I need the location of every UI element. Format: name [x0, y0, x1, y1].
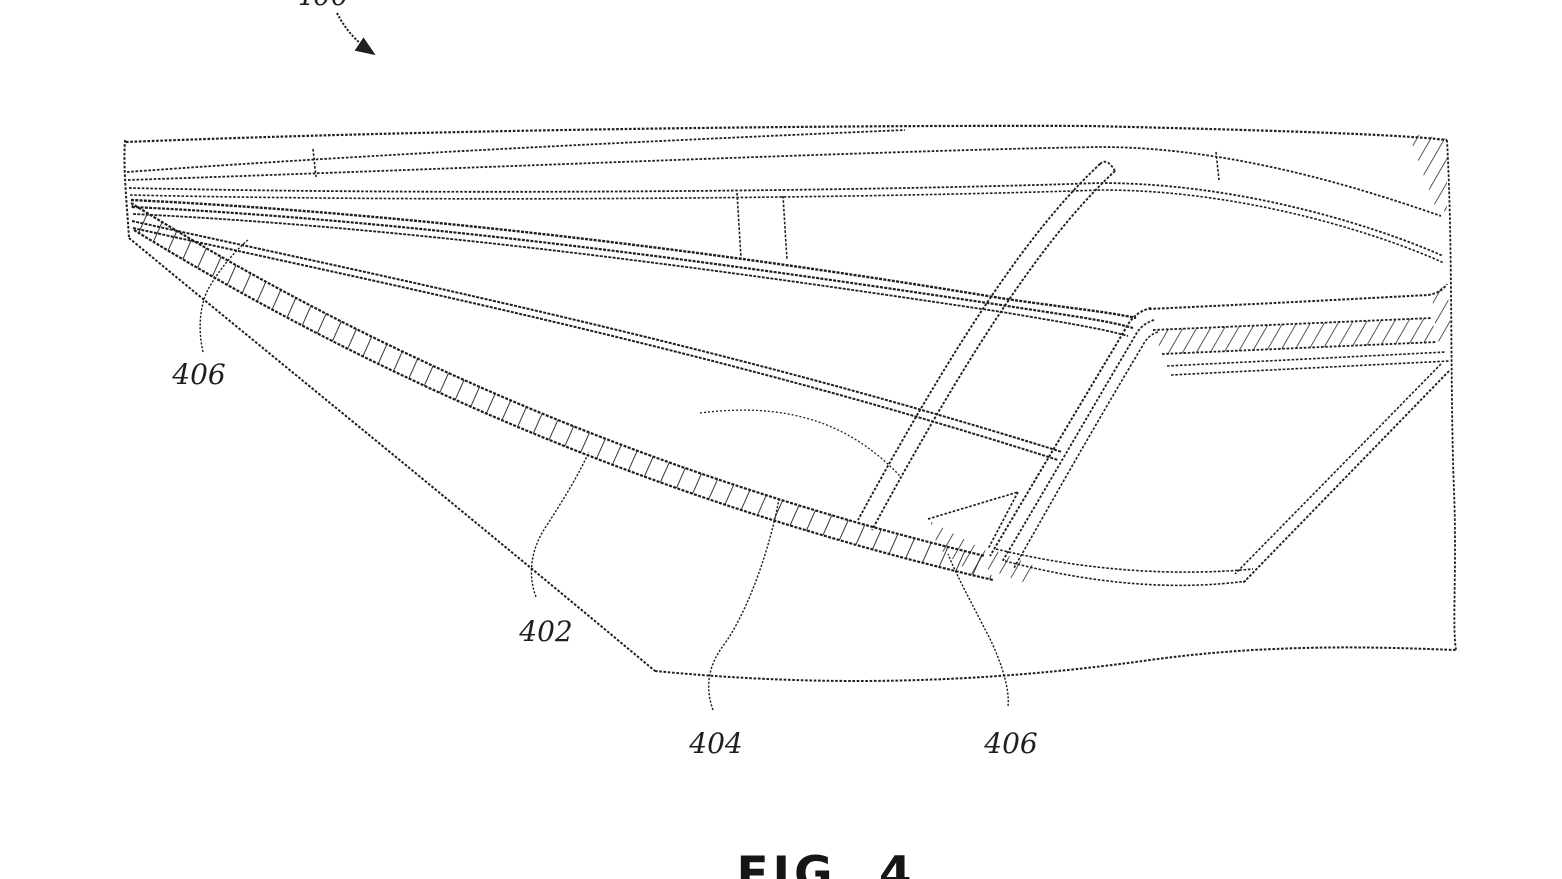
beltline-bands [128, 147, 1444, 476]
sail-pillar-inner [872, 171, 1115, 530]
ref-label-402: 402 [518, 615, 572, 648]
below-window-contour-2 [1005, 561, 1247, 585]
window-sill-line-2 [1171, 361, 1449, 375]
ref-label-400: 400 [294, 0, 348, 12]
frame-left-mid [1002, 320, 1154, 562]
frame-top-outer [1149, 284, 1447, 309]
seal-flange-line-2 [988, 492, 1018, 549]
sail-pillar-outer [858, 164, 1100, 520]
seal-flange-line-1 [928, 492, 1018, 519]
bottom-edge-curve [655, 647, 1456, 681]
frame-left-outer [990, 308, 1151, 556]
leader-lines [200, 13, 1008, 710]
top-right-corner-hatch [1408, 133, 1447, 213]
lower-molding-line-2 [133, 228, 1058, 460]
ref-label-404: 404 [688, 727, 742, 760]
panel-joint-tick-2 [737, 193, 741, 258]
right-cut-edge [1447, 140, 1456, 650]
body-panel-outline [124, 126, 1456, 681]
ref-label-406-left: 406 [171, 358, 225, 391]
figure-caption: FIG. 4 [736, 847, 915, 879]
top-edge [126, 126, 1447, 142]
leader-arrow-400 [337, 13, 374, 54]
sail-pillar-cap [1100, 162, 1115, 171]
left-edge [124, 140, 129, 238]
leader-402 [531, 452, 589, 597]
frame-left-inner [1014, 332, 1158, 568]
reference-numerals: 400 406 402 404 406 [171, 0, 1037, 760]
window-lower-edge-outer [1243, 371, 1449, 583]
seal-strip [131, 203, 1018, 580]
sail-pillar [858, 162, 1115, 530]
ref-label-406-right: 406 [983, 727, 1037, 760]
panel-feature-curve [700, 410, 900, 476]
panel-joint-tick-3 [783, 196, 787, 260]
window-lower-edge-inner [1235, 364, 1441, 574]
rail-band-line-1 [128, 147, 1441, 216]
belt-molding-line-3 [133, 214, 1128, 336]
quarter-window-frame [984, 133, 1452, 585]
lower-edge-diagonal [129, 238, 655, 671]
